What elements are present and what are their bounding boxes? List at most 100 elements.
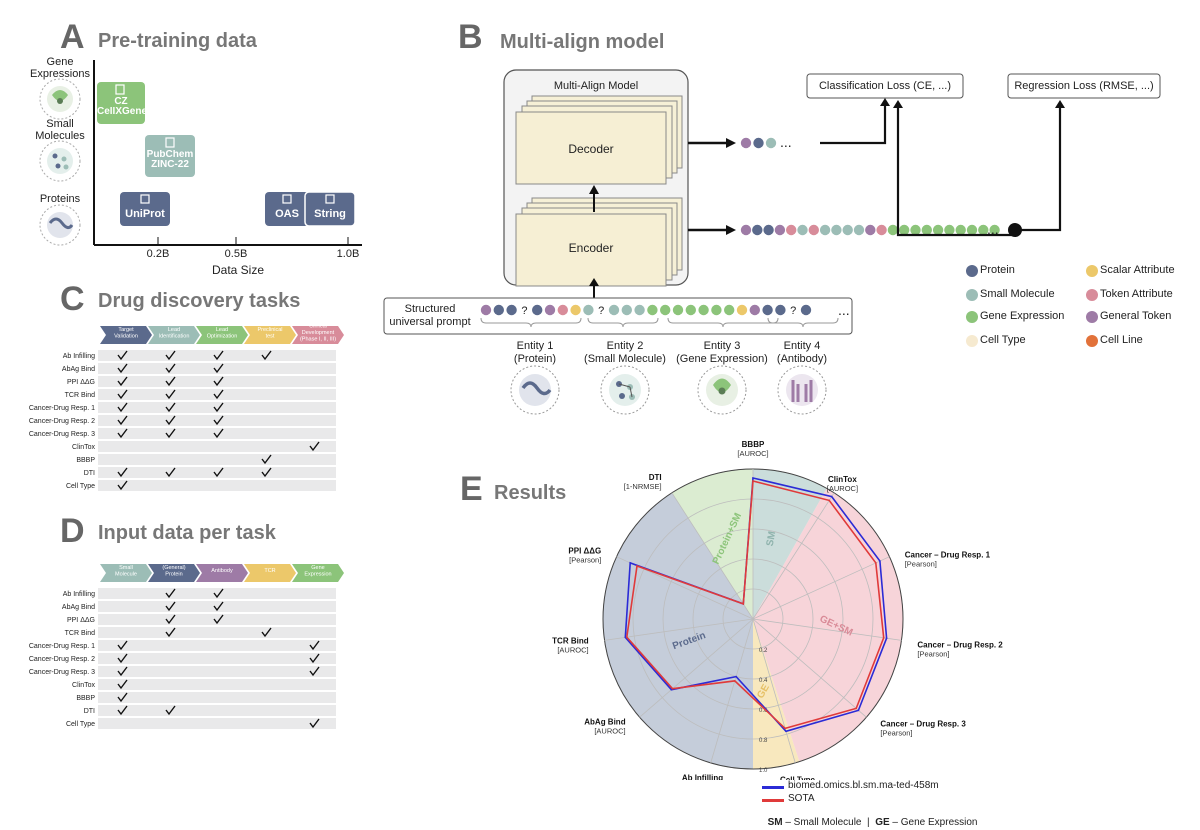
- token-dot: [752, 224, 763, 236]
- dataset-label-line1: PubChem: [146, 150, 194, 160]
- regression-loss-label: Regression Loss (RMSE, ...): [1014, 80, 1154, 92]
- x-tick: 0.5B: [224, 248, 248, 260]
- token-dot: [506, 304, 517, 316]
- sector-protein: [603, 492, 753, 769]
- unknown-token: ?: [598, 305, 604, 317]
- token-dot: [955, 224, 966, 236]
- legend-dot: [1086, 265, 1098, 277]
- panel-e-letter: E: [460, 470, 483, 508]
- column-header-text: Validation: [114, 333, 138, 339]
- dataset-label: String: [314, 208, 346, 220]
- token-dot: [532, 304, 543, 316]
- token-dot: [978, 224, 989, 236]
- table-row-label: Cancer-Drug Resp. 2: [29, 656, 95, 663]
- protein-icon: [39, 204, 81, 246]
- legend-token-attribute: Token Attribute: [1100, 288, 1173, 300]
- unknown-token: ?: [521, 305, 527, 317]
- dataset-label-line2: CellXGene: [97, 107, 145, 117]
- entity-line2: (Small Molecule): [584, 353, 666, 365]
- table-row-label: DTI: [84, 708, 95, 715]
- token-dot: [672, 304, 684, 316]
- check-icon: [165, 601, 176, 612]
- spoke: [639, 618, 754, 718]
- prompt-tokens: ???: [480, 304, 812, 317]
- spoke: [671, 492, 754, 620]
- series-point: [785, 730, 787, 733]
- table-row-bg: [98, 441, 336, 452]
- table-row-bg: [98, 467, 336, 478]
- pretraining-data-plot: [39, 60, 362, 246]
- decoder-label: Decoder: [568, 142, 614, 156]
- check-icon: [117, 679, 128, 690]
- decoder-ellipsis: ...: [780, 134, 792, 150]
- check-icon: [117, 480, 128, 491]
- check-icon: [309, 640, 320, 651]
- column-header-text: Protein: [165, 571, 182, 577]
- prompt-label: Structured universal prompt: [389, 303, 471, 328]
- legend-gene-expression: Gene Expression: [980, 310, 1065, 322]
- axis-label: ClinTox: [828, 475, 857, 484]
- check-icon: [165, 627, 176, 638]
- spoke: [710, 618, 754, 764]
- series-point: [784, 727, 786, 730]
- column-header-text: Target: [118, 327, 134, 333]
- check-icon: [117, 389, 128, 400]
- y-cat-gene-expressions: Gene Expressions: [30, 56, 90, 80]
- check-icon: [309, 718, 320, 729]
- column-header-text: Optimization: [207, 333, 238, 339]
- check-icon: [165, 363, 176, 374]
- column-header-text: TCR: [264, 568, 275, 574]
- spoke: [752, 618, 902, 641]
- radial-tick-label: 1.0: [759, 768, 768, 774]
- token-dot: [608, 304, 620, 316]
- encoder-stack: [515, 197, 683, 287]
- radial-tick-label: 0.6: [759, 708, 768, 714]
- legend-sota-swatch: [762, 799, 784, 802]
- axis-label: TCR Bind: [552, 636, 589, 645]
- table-row-label: AbAg Bind: [62, 604, 95, 611]
- column-header-text: Clinical: [309, 324, 327, 330]
- table-row-label: Cancer-Drug Resp. 2: [29, 418, 95, 425]
- token-dot: [775, 304, 786, 316]
- dataset-czcellxgene: [97, 82, 145, 124]
- table-row-label: TCR Bind: [65, 630, 95, 637]
- encoder-label: Encoder: [568, 241, 614, 255]
- note-sm-key: SM: [767, 817, 783, 828]
- dataset-string: [304, 191, 356, 227]
- legend-dot: [966, 311, 978, 323]
- panel-b-title: Multi-align model: [500, 31, 665, 53]
- token-dot: [698, 304, 709, 316]
- table-row-label: BBBP: [76, 695, 95, 702]
- gene-expression-entity-icon: [697, 365, 747, 415]
- token-dot: [921, 224, 932, 236]
- token-dot: [910, 224, 921, 236]
- spoke: [752, 618, 867, 718]
- y-cat-small-molecules: Small Molecules: [35, 118, 85, 142]
- token-dot: [786, 224, 797, 236]
- entity-1-label: Entity 1 (Protein): [495, 340, 575, 366]
- column-header: TCR: [244, 564, 296, 582]
- token-dot: [621, 304, 632, 316]
- series-point: [855, 707, 857, 710]
- prompt-ellipsis: ...: [838, 302, 850, 318]
- table-row-bg: [98, 640, 336, 651]
- token-dot: [797, 224, 808, 236]
- legend-protein: Protein: [980, 264, 1015, 276]
- series-point: [624, 636, 627, 639]
- panel-e-title: Results: [494, 482, 567, 504]
- token-dot: [634, 304, 645, 316]
- token-dot: [480, 304, 492, 316]
- dataset-label: CZ CellXGene: [97, 97, 145, 117]
- decoder-stack: [515, 95, 683, 185]
- series-point: [885, 637, 888, 640]
- axis-metric: [AUROC]: [737, 449, 768, 458]
- small-molecule-icon: [39, 140, 81, 182]
- table-row-bg: [98, 363, 336, 374]
- token-dot: [493, 304, 504, 316]
- token-dot: [932, 224, 944, 236]
- table-row-label: AbAg Bind: [62, 366, 95, 373]
- check-icon: [213, 428, 224, 439]
